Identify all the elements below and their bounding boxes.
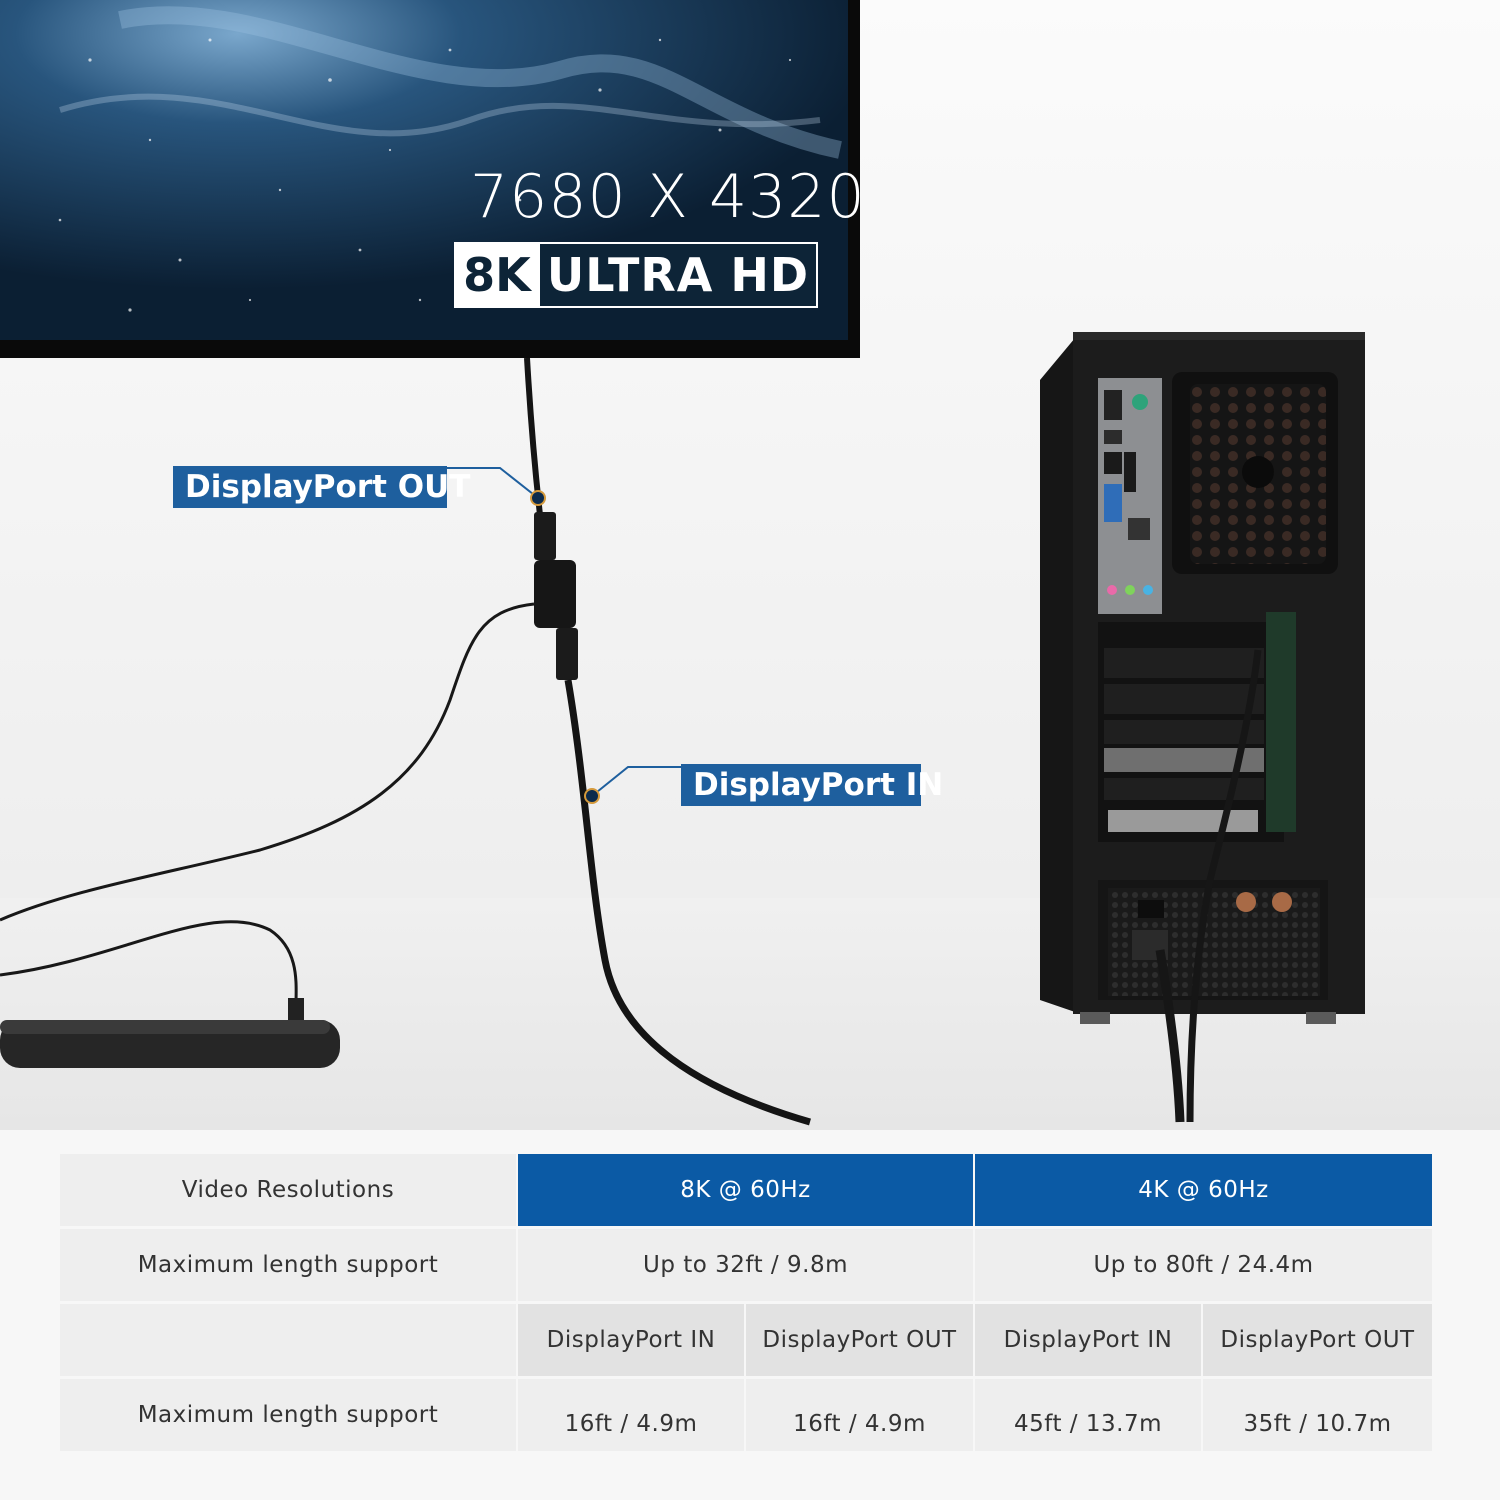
row3-8k-out: DisplayPort OUT	[746, 1304, 973, 1376]
resolution-text: 7680 X 4320	[470, 162, 866, 232]
row2-label: Maximum length support	[60, 1229, 516, 1301]
row1-label: Video Resolutions	[60, 1154, 516, 1226]
spec-table: Video Resolutions 8K @ 60Hz 4K @ 60Hz Ma…	[60, 1154, 1432, 1451]
row2-8k-length: Up to 32ft / 9.8m	[518, 1229, 973, 1301]
callout-displayport-in: DisplayPort IN	[681, 764, 943, 806]
header-4k: 4K @ 60Hz	[975, 1154, 1432, 1226]
ultra-hd-badge: 8K ULTRA HD	[454, 242, 818, 308]
row4-8k-in: 16ft / 4.9m	[518, 1379, 744, 1451]
row4-4k-out: 35ft / 10.7m	[1203, 1379, 1432, 1451]
row4-4k-in: 45ft / 13.7m	[975, 1379, 1201, 1451]
product-scene	[0, 0, 1500, 1130]
power-strip	[0, 998, 340, 1068]
badge-8k: 8K	[463, 248, 531, 302]
pc-tower	[1040, 332, 1365, 1024]
row4-8k-out: 16ft / 4.9m	[746, 1379, 973, 1451]
row2-4k-length: Up to 80ft / 24.4m	[975, 1229, 1432, 1301]
header-8k: 8K @ 60Hz	[518, 1154, 973, 1226]
callout-displayport-out: DisplayPort OUT	[173, 466, 470, 508]
row3-8k-in: DisplayPort IN	[518, 1304, 744, 1376]
row4-label: Maximum length support	[60, 1379, 516, 1451]
row3-4k-in: DisplayPort IN	[975, 1304, 1201, 1376]
badge-ultra-hd: ULTRA HD	[540, 244, 816, 306]
row3-label	[60, 1304, 516, 1376]
row3-4k-out: DisplayPort OUT	[1203, 1304, 1432, 1376]
displayport-adapter	[534, 512, 578, 680]
